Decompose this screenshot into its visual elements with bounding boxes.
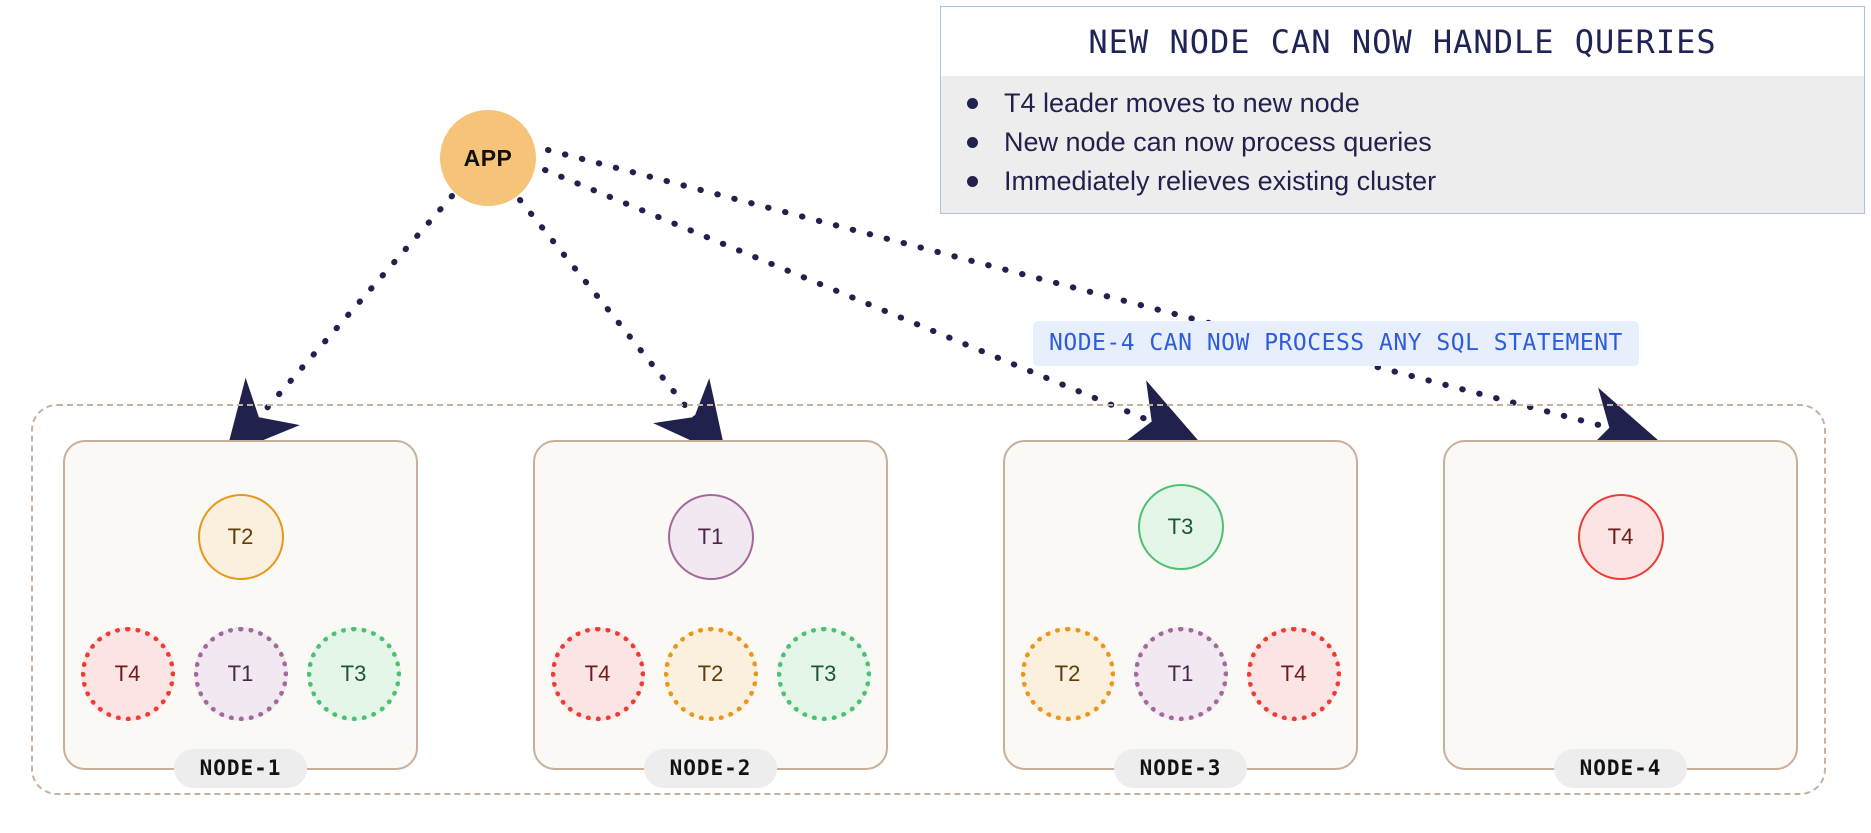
- follower-token-label: T4: [584, 661, 611, 686]
- app-node-label: APP: [463, 144, 513, 171]
- leader-token-node-4[interactable]: T4: [1577, 494, 1664, 580]
- node-label-3: NODE-3: [1113, 749, 1248, 788]
- follower-token[interactable]: T1: [193, 627, 288, 721]
- callout-bullet-text: Immediately relieves existing cluster: [1004, 166, 1437, 196]
- callout-bullet-item: New node can now process queries: [941, 123, 1864, 162]
- app-node[interactable]: APP: [440, 110, 536, 206]
- follower-row-node-2: T4 T2 T3: [535, 627, 886, 721]
- node-box-2[interactable]: T1 T4 T2 T3 NODE-2: [533, 440, 888, 788]
- leader-token-label: T2: [227, 524, 254, 549]
- follower-token-label: T4: [114, 661, 141, 686]
- follower-token[interactable]: T2: [1020, 627, 1115, 721]
- callout-bullet-text: New node can now process queries: [1004, 127, 1432, 157]
- follower-token-label: T3: [810, 661, 837, 686]
- follower-token[interactable]: T4: [80, 627, 175, 721]
- follower-token-label: T3: [340, 661, 367, 686]
- callout-bullet-item: Immediately relieves existing cluster: [941, 162, 1864, 201]
- edge-app-node-2: [517, 197, 727, 457]
- node-box-3[interactable]: T3 T2 T1 T4 NODE-3: [1003, 440, 1358, 788]
- leader-token-node-2[interactable]: T1: [667, 494, 754, 580]
- node-label-4: NODE-4: [1553, 749, 1688, 788]
- sql-annotation-note: NODE-4 CAN NOW PROCESS ANY SQL STATEMENT: [1033, 321, 1639, 366]
- callout-bullet-text: T4 leader moves to new node: [1004, 88, 1360, 118]
- node-label-1: NODE-1: [173, 749, 308, 788]
- node-label-2: NODE-2: [643, 749, 778, 788]
- leader-token-label: T1: [697, 524, 724, 549]
- follower-token[interactable]: T4: [1246, 627, 1341, 721]
- node-box-1[interactable]: T2 T4 T1 T3 NODE-1: [63, 440, 418, 788]
- bullet-dot-icon: [967, 98, 978, 109]
- follower-token[interactable]: T2: [663, 627, 758, 721]
- leader-token-node-1[interactable]: T2: [197, 494, 284, 580]
- follower-token[interactable]: T1: [1133, 627, 1228, 721]
- follower-token-label: T1: [1167, 661, 1194, 686]
- bullet-dot-icon: [967, 176, 978, 187]
- bullet-dot-icon: [967, 137, 978, 148]
- follower-row-node-1: T4 T1 T3: [65, 627, 416, 721]
- edge-app-node-1: [225, 193, 455, 456]
- callout-bullet-list: T4 leader moves to new node New node can…: [941, 76, 1864, 213]
- follower-token[interactable]: T3: [306, 627, 401, 721]
- follower-token-label: T2: [1054, 661, 1081, 686]
- leader-token-label: T4: [1607, 524, 1634, 549]
- follower-row-node-3: T2 T1 T4: [1005, 627, 1356, 721]
- follower-token-label: T1: [227, 661, 254, 686]
- leader-token-label: T3: [1167, 514, 1194, 539]
- follower-token[interactable]: T4: [550, 627, 645, 721]
- follower-token-label: T4: [1280, 661, 1307, 686]
- follower-token[interactable]: T3: [776, 627, 871, 721]
- callout-bullet-item: T4 leader moves to new node: [941, 84, 1864, 123]
- node-box-4[interactable]: T4 NODE-4: [1443, 440, 1798, 788]
- callout-heading: NEW NODE CAN NOW HANDLE QUERIES: [941, 7, 1864, 76]
- callout-panel: NEW NODE CAN NOW HANDLE QUERIES T4 leade…: [940, 6, 1865, 214]
- follower-token-label: T2: [697, 661, 724, 686]
- leader-token-node-3[interactable]: T3: [1137, 484, 1224, 570]
